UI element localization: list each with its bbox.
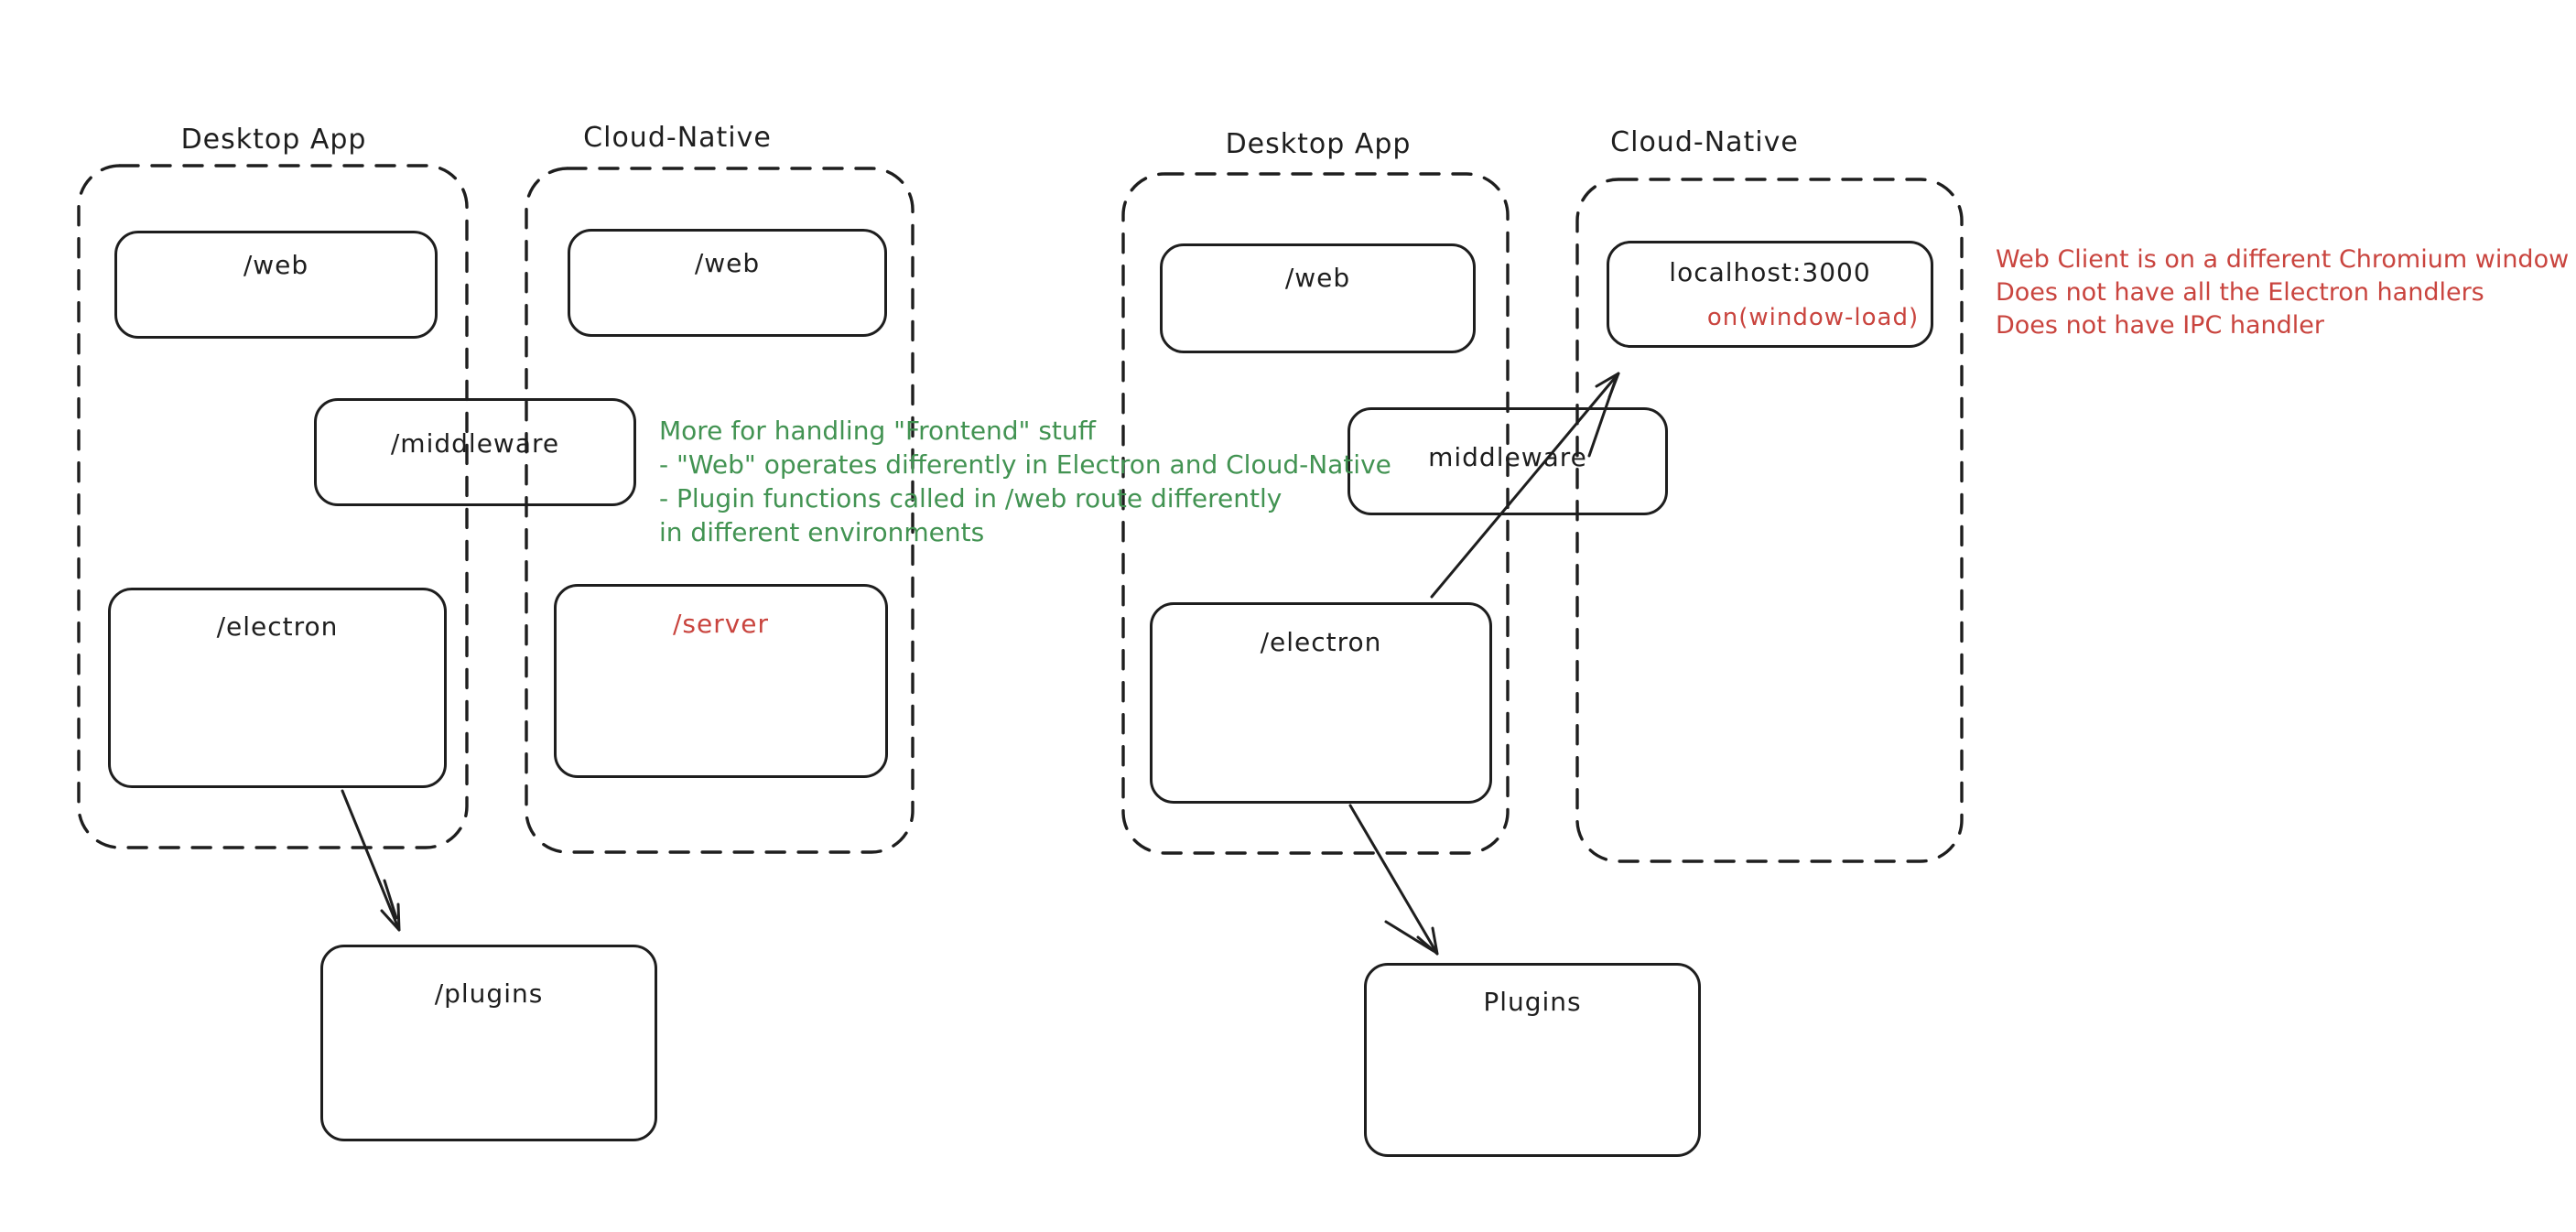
left-middleware-box: /middleware: [314, 398, 636, 506]
right-middleware-label: middleware: [1428, 442, 1587, 472]
red-annotation-line: Does not have all the Electron handlers: [1996, 278, 2484, 307]
red-annotation-line: Does not have IPC handler: [1996, 311, 2325, 340]
left-cloud-web-label: /web: [694, 248, 761, 278]
green-annotation-line: - Plugin functions called in /web route …: [659, 483, 1283, 513]
green-annotation-line: More for handling "Frontend" stuff: [659, 416, 1096, 446]
right-desktop-web-box: /web: [1160, 243, 1476, 353]
left-electron-label: /electron: [216, 611, 339, 642]
green-annotation-line: in different environments: [659, 517, 985, 547]
left-cloud-native-title: Cloud-Native: [583, 122, 772, 154]
arrow-left-electron-to-plugins: [341, 789, 401, 932]
left-cloud-web-box: /web: [568, 229, 887, 337]
left-electron-box: /electron: [108, 588, 447, 788]
right-plugins-box: Plugins: [1364, 963, 1701, 1157]
arrow-right-electron-to-plugins: [1348, 804, 1439, 956]
right-electron-label: /electron: [1260, 627, 1382, 657]
right-electron-box: /electron: [1150, 602, 1492, 804]
green-annotation-line: - "Web" operates differently in Electron…: [659, 449, 1391, 480]
right-desktop-web-label: /web: [1284, 263, 1351, 293]
left-server-box: /server: [554, 584, 888, 778]
left-plugins-label: /plugins: [434, 978, 544, 1009]
green-annotation: More for handling "Frontend" stuff - "We…: [659, 414, 1391, 549]
localhost-label: localhost:3000: [1669, 257, 1871, 287]
right-middleware-box: middleware: [1348, 407, 1668, 515]
right-desktop-app-title: Desktop App: [1225, 128, 1412, 160]
right-localhost-box: localhost:3000 on(window-load): [1607, 241, 1933, 348]
right-cloud-native-title: Cloud-Native: [1610, 126, 1799, 158]
red-annotation-line: Web Client is on a different Chromium wi…: [1996, 245, 2570, 274]
left-desktop-web-box: /web: [114, 231, 438, 339]
left-plugins-box: /plugins: [320, 945, 657, 1141]
red-annotation: Web Client is on a different Chromium wi…: [1996, 243, 2569, 342]
right-plugins-label: Plugins: [1483, 987, 1582, 1017]
left-desktop-app-title: Desktop App: [180, 124, 367, 156]
left-middleware-label: /middleware: [390, 428, 560, 459]
left-desktop-web-label: /web: [243, 250, 309, 280]
left-server-label: /server: [672, 609, 770, 639]
on-window-load-label: on(window-load): [1706, 304, 1920, 331]
